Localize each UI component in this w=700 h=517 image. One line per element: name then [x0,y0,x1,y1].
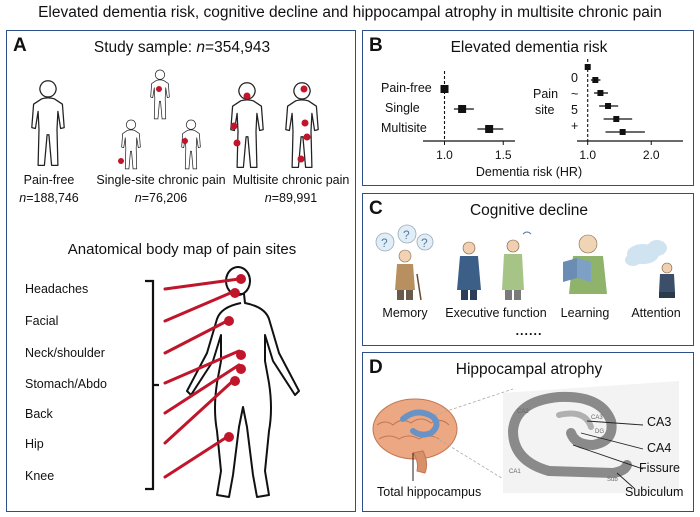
body-map-diagram [145,266,300,498]
domain-learning: Learning [560,306,610,320]
group-n-single-site: n=76,206 [134,191,188,205]
site-count-0: 0 [571,71,578,85]
group-n-multisite: n=89,991 [264,191,318,205]
domain-executive-function: Executive function [445,306,547,320]
executive-function-illustration [457,231,532,300]
study-sample-title: Study sample: n=354,943 [93,39,271,56]
site-label-hip: Hip [25,437,44,451]
panel-b-label: B [369,35,383,56]
forest-label-pain-free: Pain-free [381,81,432,95]
domain-attention: Attention [631,306,681,320]
memory-illustration: ? ? ? [375,224,434,301]
slice-label-ca3: CA3 [591,415,603,421]
site-bracket [145,279,159,491]
subfield-fissure: Fissure [639,461,680,475]
body-figures [31,69,319,170]
attention-illustration [625,240,675,298]
forest-0-tick-label-1: 1.5 [495,148,512,162]
forest-label-multisite: Multisite [381,121,427,135]
total-hippocampus-label: Total hippocampus [377,485,482,499]
group-label-pain-free: Pain-free [23,173,75,187]
subfield-ca3: CA3 [647,415,672,429]
pain-site-label-1: Pain [533,87,559,101]
panel-c: C Cognitive decline ? ? ? [362,193,694,346]
hippocampal-slice [503,381,679,493]
slice-label-ca2: CA2 [517,409,529,415]
ellipsis: ...... [515,324,543,338]
forest-1-tick-label-1: 2.0 [643,148,660,162]
forest-1-point-0 [584,64,591,70]
panel-a: A Study sample: n=354,943 Pain-free n=18… [6,30,356,512]
panel-b-title: Elevated dementia risk [450,39,608,56]
slice-label-sub: Sub [607,477,618,483]
forest-label-single: Single [385,101,420,115]
body-map-title: Anatomical body map of pain sites [67,241,297,258]
brain-illustration [372,398,458,481]
site-label-back: Back [25,407,53,421]
site-count-tilde: ~ [571,87,579,101]
svg-text:?: ? [421,236,428,250]
site-label-stomach: Stomach/Abdo [25,377,107,391]
forest-0-tick-label-0: 1.0 [436,148,453,162]
panel-c-title: Cognitive decline [469,202,589,219]
panel-c-label: C [369,198,383,219]
subfield-subiculum: Subiculum [625,485,684,499]
forest-plots: 1.0 1.5 1.0 2.0 [423,59,683,162]
cognition-illustrations: ? ? ? [375,224,675,301]
group-n-pain-free: n=188,746 [19,191,79,205]
pain-site-label-2: site [535,103,555,117]
svg-text:?: ? [381,236,388,250]
hippocampus-diagram [372,381,679,493]
forest-0-point-2 [485,125,494,133]
panel-d: D Hippocampal atrophy [362,352,694,512]
slice-label-dg: DG [595,429,604,435]
site-label-knee: Knee [25,469,55,483]
forest-0-point-0 [440,85,449,93]
forest-1-tick-label-0: 1.0 [579,148,596,162]
forest-xlabel: Dementia risk (HR) [475,165,583,179]
forest-1-point-4 [613,116,620,122]
learning-illustration [563,234,607,294]
site-count-plus: + [571,119,579,133]
panel-d-title: Hippocampal atrophy [455,361,603,378]
panel-a-label: A [13,35,27,56]
panel-d-label: D [369,357,383,378]
site-count-5: 5 [571,103,578,117]
slice-label-ca1: CA1 [509,469,521,475]
forest-1-point-2 [597,90,604,96]
forest-1-point-1 [592,77,599,83]
domain-memory: Memory [382,306,428,320]
forest-1-point-3 [605,103,612,109]
forest-1-point-5 [619,129,626,135]
group-label-multisite: Multisite chronic pain [232,173,350,187]
panel-b: B Elevated dementia risk Pain-free Singl… [362,30,694,186]
figure-title: Elevated dementia risk, cognitive declin… [38,4,662,21]
site-label-facial: Facial [25,314,59,328]
subfield-ca4: CA4 [647,441,672,455]
forest-0-point-1 [458,105,467,113]
site-label-headaches: Headaches [25,282,89,296]
svg-text:?: ? [403,228,410,242]
body-outline [186,266,300,498]
group-label-single-site: Single-site chronic pain [96,173,226,187]
site-label-neck-shoulder: Neck/shoulder [25,346,105,360]
